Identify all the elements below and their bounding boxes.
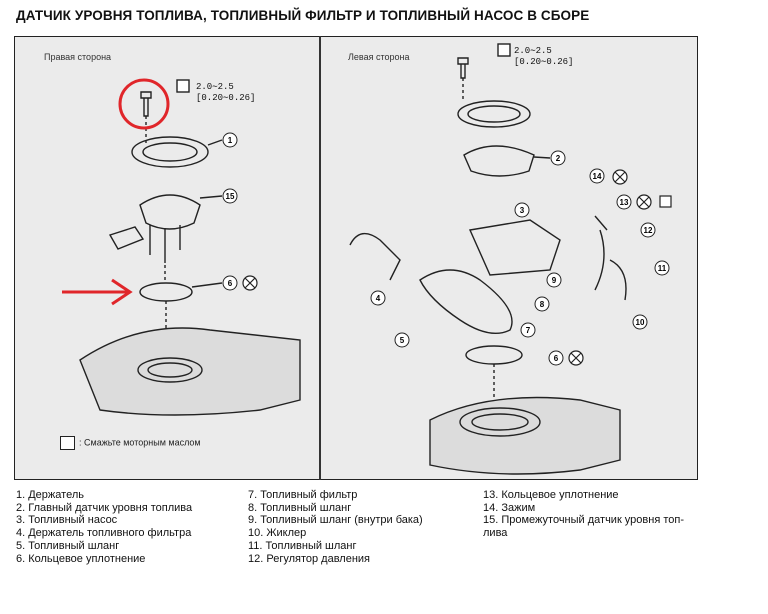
svg-text:6: 6 bbox=[228, 279, 233, 288]
replace-icon bbox=[242, 275, 258, 291]
panel-divider bbox=[319, 36, 321, 480]
torque-value-alt: [0.20∼0.26] bbox=[196, 93, 256, 103]
lubrication-note: : Смажьте моторным маслом bbox=[60, 436, 201, 450]
svg-text:14: 14 bbox=[593, 172, 602, 181]
right-side-assembly bbox=[79, 79, 301, 416]
callout-2: 2 bbox=[550, 150, 566, 166]
bolt-icon bbox=[457, 57, 469, 79]
legend-item: 4. Держатель топливного фильтра bbox=[16, 527, 192, 540]
legend-item: 14. Зажим bbox=[483, 501, 536, 514]
callout-3: 3 bbox=[514, 202, 530, 218]
svg-text:13: 13 bbox=[620, 198, 629, 207]
callout-5: 5 bbox=[394, 332, 410, 348]
legend-item: 2. Главный датчик уровня топлива bbox=[16, 501, 193, 514]
torque-value: 2.0∼2.5 bbox=[514, 46, 552, 56]
legend-item: 3. Топливный насос bbox=[16, 514, 118, 527]
page-title: ДАТЧИК УРОВНЯ ТОПЛИВА, ТОПЛИВНЫЙ ФИЛЬТР … bbox=[16, 8, 590, 23]
torque-icon bbox=[176, 79, 190, 93]
svg-text:10: 10 bbox=[636, 318, 645, 327]
o-ring-right bbox=[139, 282, 193, 302]
callout-6-right: 6 bbox=[222, 275, 238, 291]
callout-11: 11 bbox=[654, 260, 670, 276]
torque-value-alt: [0.20∼0.26] bbox=[514, 57, 574, 67]
callout-13: 13 bbox=[616, 194, 632, 210]
callout-7: 7 bbox=[520, 322, 536, 338]
main-fuel-gauge bbox=[463, 145, 535, 177]
svg-text:3: 3 bbox=[520, 206, 525, 215]
legend-column-3: 13. Кольцевое уплотнение 14. Зажим 15. П… bbox=[483, 489, 684, 540]
callout-8: 8 bbox=[534, 296, 550, 312]
svg-text:5: 5 bbox=[400, 336, 405, 345]
svg-text:4: 4 bbox=[376, 294, 381, 303]
pressure-regulator bbox=[594, 215, 608, 231]
svg-text:11: 11 bbox=[658, 264, 667, 273]
highlight-arrow bbox=[62, 278, 133, 306]
filter-holder bbox=[349, 232, 401, 281]
callout-10: 10 bbox=[632, 314, 648, 330]
lubrication-note-text: : Смажьте моторным маслом bbox=[79, 437, 201, 448]
torque-spec-right-side: 2.0∼2.5 [0.20∼0.26] bbox=[196, 82, 255, 104]
callout-15: 15 bbox=[222, 188, 238, 204]
svg-text:6: 6 bbox=[554, 354, 559, 363]
legend-item: 1. Держатель bbox=[16, 489, 84, 501]
fuel-tank-left bbox=[429, 396, 621, 475]
oil-can-icon bbox=[659, 195, 672, 208]
replace-icon bbox=[636, 194, 652, 210]
legend-item: 5. Топливный шланг bbox=[16, 539, 120, 552]
oil-can-icon bbox=[60, 436, 75, 450]
holder-ring bbox=[457, 100, 531, 128]
legend-item: 6. Кольцевое уплотнение bbox=[16, 552, 146, 565]
legend-item: 12. Регулятор давления bbox=[248, 552, 371, 565]
legend-item: 13. Кольцевое уплотнение bbox=[483, 489, 619, 501]
left-side-label: Левая сторона bbox=[348, 52, 410, 62]
o-ring-left bbox=[465, 345, 523, 365]
replace-markers bbox=[242, 169, 672, 366]
legend-item: 9. Топливный шланг (внутри бака) bbox=[248, 514, 423, 527]
svg-text:1: 1 bbox=[228, 136, 233, 145]
torque-value: 2.0∼2.5 bbox=[196, 82, 234, 92]
callout-4: 4 bbox=[370, 290, 386, 306]
callout-14: 14 bbox=[589, 168, 605, 184]
callout-6-left: 6 bbox=[548, 350, 564, 366]
torque-spec-left-side: 2.0∼2.5 [0.20∼0.26] bbox=[514, 46, 573, 68]
fuel-tank-right bbox=[79, 327, 301, 416]
sub-fuel-gauge bbox=[139, 194, 201, 230]
svg-text:8: 8 bbox=[540, 300, 545, 309]
callout-12: 12 bbox=[640, 222, 656, 238]
fuel-pump bbox=[468, 219, 561, 276]
callouts: 1 15 6 2 3 14 13 12 11 10 9 8 7 6 5 4 bbox=[222, 132, 670, 366]
legend-item: 11. Топливный шланг bbox=[248, 539, 357, 552]
torque-icon bbox=[497, 43, 511, 57]
replace-icon bbox=[612, 169, 628, 185]
legend-item: 15. Промежуточный датчик уровня топ- bbox=[483, 514, 685, 527]
callout-1: 1 bbox=[222, 132, 238, 148]
legend-item: 7. Топливный фильтр bbox=[248, 489, 358, 501]
holder-ring bbox=[131, 136, 209, 168]
legend-column-2: 7. Топливный фильтр 8. Топливный шланг 9… bbox=[248, 489, 423, 565]
legend-column-1: 1. Держатель 2. Главный датчик уровня то… bbox=[16, 489, 192, 565]
right-side-label: Правая сторона bbox=[44, 52, 112, 62]
highlight-circle bbox=[118, 78, 170, 130]
svg-text:9: 9 bbox=[552, 276, 557, 285]
fuel-hose-11 bbox=[594, 229, 627, 301]
replace-icon bbox=[568, 350, 584, 366]
svg-text:12: 12 bbox=[644, 226, 653, 235]
svg-text:2: 2 bbox=[556, 154, 561, 163]
legend-item: 8. Топливный шланг bbox=[248, 501, 352, 514]
bolt-icon bbox=[140, 91, 152, 117]
left-side-assembly bbox=[349, 43, 627, 475]
legend-item: лива bbox=[483, 527, 508, 540]
svg-text:15: 15 bbox=[226, 192, 235, 201]
fuel-filter bbox=[419, 269, 513, 334]
svg-text:7: 7 bbox=[526, 326, 531, 335]
legend-item: 10. Жиклер bbox=[248, 527, 307, 540]
callout-9: 9 bbox=[546, 272, 562, 288]
